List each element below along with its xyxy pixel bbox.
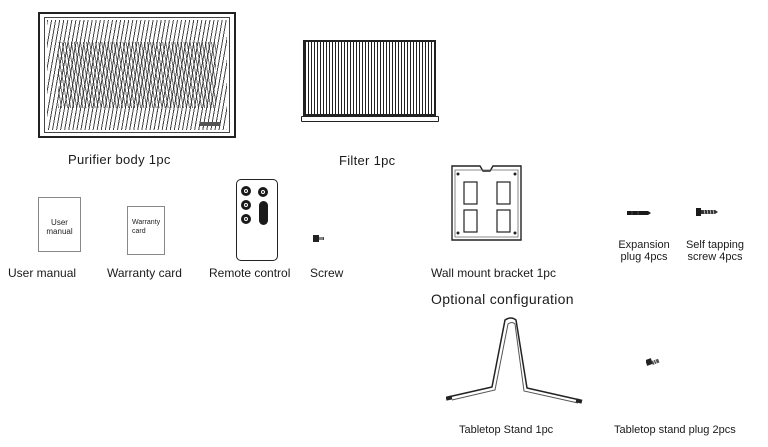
remote-control-icon	[236, 179, 278, 261]
lock-button-icon	[241, 200, 251, 210]
self-tapping-screw-label: Self tapping screw 4pcs	[685, 239, 745, 263]
warranty-cover-text: Warranty card	[132, 219, 161, 235]
filter-icon	[301, 40, 439, 122]
timer-button-icon	[241, 214, 251, 224]
manual-icon: User manual	[38, 197, 81, 252]
power-button-icon	[241, 186, 251, 196]
mode-button-icon	[258, 187, 268, 197]
air-purifier-icon	[38, 12, 236, 138]
warranty-card-icon: Warranty card	[127, 206, 165, 255]
user-manual-label: User manual	[8, 266, 77, 280]
tabletop-stand-label: Tabletop Stand 1pc	[459, 424, 554, 436]
fan-speed-icon	[259, 201, 268, 225]
wall-bracket-label: Wall mount bracket 1pc	[431, 266, 556, 280]
screw-icon	[313, 235, 324, 242]
stand-plug-label: Tabletop stand plug 2pcs	[614, 424, 736, 436]
self-tapping-screw-icon	[696, 208, 718, 216]
manual-cover-text: User manual	[46, 218, 73, 236]
tabletop-stand-icon	[446, 317, 583, 404]
expansion-plug-label: Expansion plug 4pcs	[618, 239, 670, 263]
wall-bracket-icon	[451, 165, 522, 241]
optional-configuration-heading: Optional configuration	[431, 291, 574, 307]
filter-label: Filter 1pc	[339, 153, 396, 168]
remote-control-label: Remote control	[209, 266, 291, 280]
screw-label: Screw	[310, 266, 344, 280]
purifier-body-label: Purifier body 1pc	[68, 152, 171, 167]
warranty-card-label: Warranty card	[107, 266, 182, 280]
expansion-plug-icon	[627, 211, 651, 215]
stand-plug-icon	[646, 358, 660, 366]
